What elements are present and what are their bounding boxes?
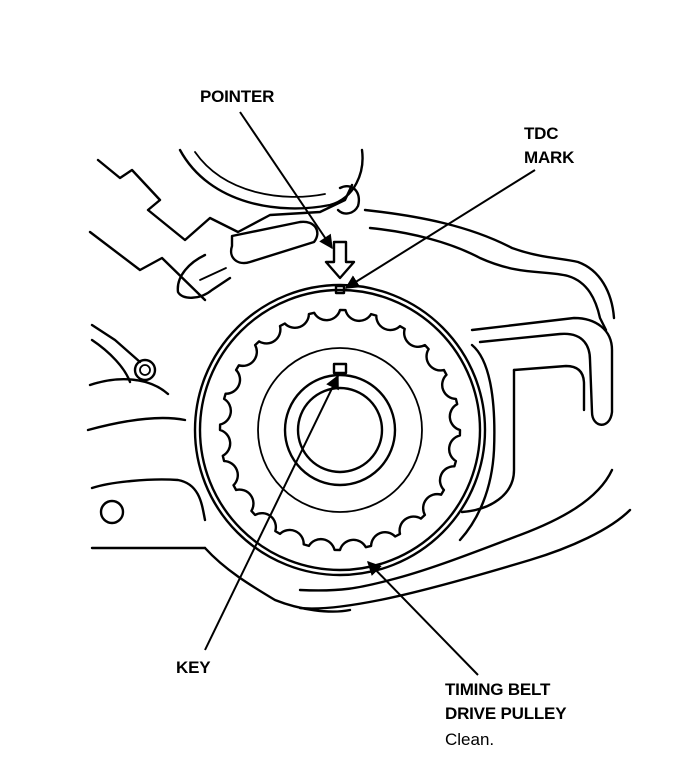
leader-lines — [204, 111, 536, 676]
key-mark — [332, 362, 348, 375]
pulley-label-line2: DRIVE PULLEY — [445, 704, 567, 723]
pulley-label-line1: TIMING BELT — [445, 680, 551, 699]
timing-belt-drive-pulley — [193, 283, 487, 577]
tdc-leader — [344, 169, 536, 289]
left-cover-fragment — [86, 323, 187, 432]
pulley-note: Clean. — [445, 730, 495, 749]
tdc-mark-notch — [334, 284, 346, 295]
upper-cover-outline — [178, 148, 364, 210]
lower-cover-fragment — [90, 478, 352, 613]
tensioner-bracket — [88, 158, 361, 302]
tdc-label-line2: MARK — [524, 148, 575, 167]
oil-pump-housing — [298, 208, 632, 610]
tdc-label-line1: TDC — [524, 124, 559, 143]
pointer-label: POINTER — [200, 87, 275, 106]
pointer-leader — [239, 111, 333, 250]
key-label: KEY — [176, 658, 211, 677]
key-leader — [204, 374, 339, 651]
pulley-leader — [367, 560, 479, 676]
pointer-arrow-icon — [324, 240, 356, 280]
